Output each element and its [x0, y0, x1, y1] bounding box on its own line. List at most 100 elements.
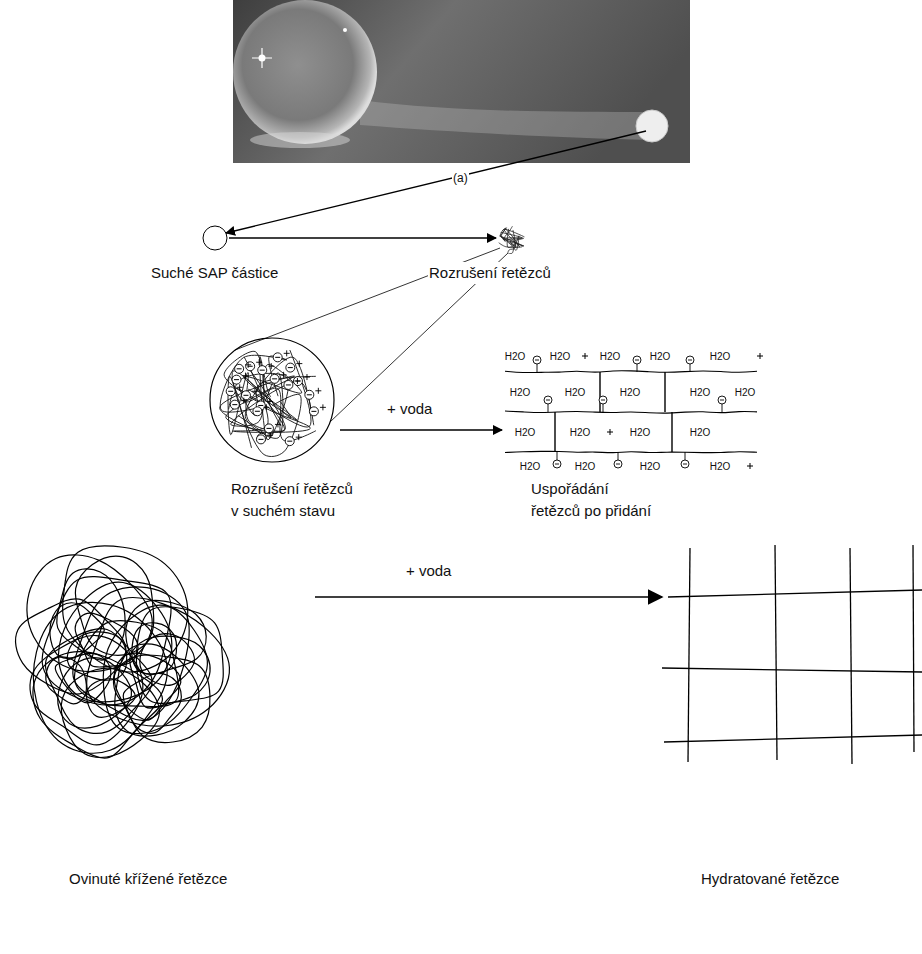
dry-polymer-circle-part-part [260, 370, 265, 371]
hydrated-network-part [616, 464, 620, 465]
hydrated-grid-part [850, 548, 852, 764]
dry-polymer-circle-part-part [245, 362, 251, 368]
dry-polymer-circle-part-part [256, 435, 265, 444]
dry-polymer-circle-part-part [288, 367, 293, 368]
hydrated-grid-part [688, 548, 690, 762]
water-arrow [340, 429, 502, 430]
hydrated-network-part [599, 372, 600, 412]
hydrated-network-part [681, 460, 689, 468]
caption: Rozrušení řetězců [428, 262, 552, 284]
photo-part [343, 28, 347, 32]
hydrated-network-part [722, 404, 723, 412]
dry-polymer-circle-part [220, 350, 326, 457]
hydrated-network-part [690, 364, 691, 372]
hydrated-network-part [548, 404, 549, 412]
water-molecule-label: H2O [549, 351, 572, 362]
dry-polymer-circle-part-part [229, 357, 289, 440]
hydrated-network-part [685, 452, 686, 460]
hydrated-network-part [582, 353, 588, 359]
water-molecule-label: H2O [509, 387, 532, 398]
dry-polymer-circle-part-part [304, 374, 310, 380]
dry-polymer-circle-part-part [232, 375, 241, 384]
dry-polymer-circle-part-part [267, 398, 273, 404]
tangled-particle [499, 226, 525, 254]
hydrated-network-part [505, 371, 757, 373]
dry-polymer-circle-part-part [255, 411, 260, 412]
water-molecule-label: H2O [649, 351, 672, 362]
pointer-arrows-part [203, 226, 227, 250]
dry-polymer-circle [210, 338, 334, 462]
coiled-chains-part [42, 577, 171, 705]
hydrated-grid-part [664, 735, 922, 742]
hydrated-network [505, 353, 763, 469]
dry-polymer-circle-part-part [305, 390, 314, 399]
dry-polymer-circle-part-part [267, 432, 273, 438]
water-molecule-label: H2O [504, 351, 527, 362]
hydrated-network-part [557, 452, 558, 460]
photo-part [233, 0, 377, 144]
dry-polymer-circle-part-part [237, 384, 243, 390]
dry-polymer-circle-part-part [241, 391, 250, 400]
dry-polymer-circle-part-part [272, 378, 277, 379]
coiled-chains-part [45, 629, 152, 734]
water-molecule-label: H2O [639, 461, 662, 472]
water-molecule-label: H2O [574, 461, 597, 472]
dry-polymer-circle-part-part [235, 364, 244, 373]
hydrated-network-part [533, 356, 541, 364]
dry-polymer-circle-part-part [243, 395, 248, 396]
hydrated-network-part [505, 451, 757, 452]
dry-polymer-circle-part-part [315, 388, 321, 394]
hydrated-grid [662, 545, 922, 764]
caption: Rozrušení řetězců v suchém stavu [230, 478, 360, 522]
dry-polymer-circle-part-part [232, 371, 301, 457]
hydrated-network-part [599, 396, 607, 404]
arrow-label: + voda [386, 398, 433, 420]
hydrated-network-part [757, 353, 763, 359]
dry-polymer-circle-part-part [253, 407, 262, 416]
photo-part [360, 100, 650, 140]
photo-part [233, 0, 690, 163]
hydrated-network-part [720, 400, 724, 401]
dry-polymer-circle-part-part [309, 407, 318, 416]
dry-polymer-circle-part-part [258, 366, 267, 375]
dry-polymer-circle-part-part [224, 351, 311, 426]
water-molecule-label: H2O [629, 427, 652, 438]
caption: Uspořádání řetězců po přidání [530, 478, 660, 522]
hydrated-network-part [553, 460, 561, 468]
hydrated-network-part [618, 452, 619, 460]
hydrated-network-part [555, 464, 559, 465]
dry-polymer-circle-part-part [284, 350, 290, 356]
water-molecule-label: H2O [599, 351, 622, 362]
hydrated-network-part [635, 360, 639, 361]
hydrated-grid-part [668, 590, 922, 597]
dry-polymer-circle-part-part [234, 379, 239, 380]
hydrated-network-part [686, 356, 694, 364]
dry-polymer-circle-part-part [296, 361, 302, 367]
water-molecule-label: H2O [514, 427, 537, 438]
hydrated-network-part [688, 360, 692, 361]
water-molecule-label: H2O [519, 461, 542, 472]
coiled-chains-part [55, 653, 111, 702]
hydrated-network-part [603, 404, 604, 412]
photo-part [636, 110, 668, 142]
hydrated-grid-part [662, 668, 922, 672]
hydrated-network-part [554, 412, 555, 452]
dry-polymer-circle-part-part [220, 355, 287, 412]
dry-polymer-circle-part-part [241, 398, 247, 404]
hydrated-network-part [683, 464, 687, 465]
dry-polymer-circle-part-part [263, 404, 269, 410]
dry-polymer-circle-part-part [286, 384, 291, 385]
photo-part [250, 132, 350, 148]
dry-polymer-circle-part-part [273, 353, 282, 362]
hydrated-network-part [537, 364, 538, 372]
dry-polymer-circle-part-part [246, 362, 255, 371]
water-molecule-label: H2O [734, 387, 757, 398]
water-molecule-label: H2O [564, 387, 587, 398]
pointer-arrows-part [226, 131, 646, 233]
dry-polymer-circle-part-part [287, 441, 292, 442]
pointer-arrows [203, 131, 646, 250]
dry-polymer-circle-part-part [275, 421, 281, 427]
